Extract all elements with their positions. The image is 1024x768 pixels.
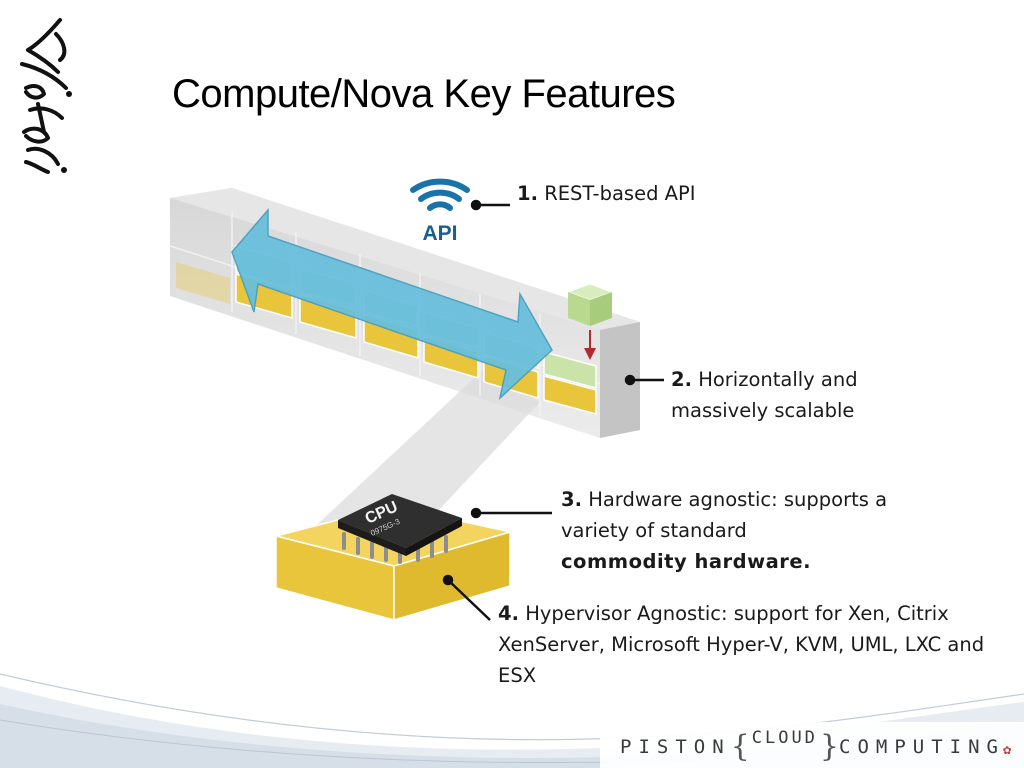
brace-right-icon: }	[819, 729, 840, 764]
callout-text: Hypervisor Agnostic: support for Xen, Ci…	[498, 602, 985, 687]
drop-arrow-icon	[584, 330, 596, 360]
scaling-arrow	[231, 207, 553, 401]
brand-word-computing: COMPUTING	[839, 736, 1005, 758]
api-wifi-icon: API	[410, 178, 470, 245]
callout-rest-api: 1. REST-based API	[517, 178, 707, 209]
flower-icon: ✿	[1002, 742, 1012, 758]
new-node-cube	[566, 283, 614, 326]
callout-text: Horizontally and massively scalable	[671, 368, 858, 422]
callout-strong-text: commodity hardware.	[561, 550, 811, 573]
footer-wave	[0, 673, 1024, 768]
callout-text: REST-based API	[544, 182, 696, 205]
piston-cloud-computing-logo: PISTON { CLOUD } COMPUTING ✿	[620, 728, 1012, 764]
callout-hardware-agnostic: 3. Hardware agnostic: supports a variety…	[561, 484, 941, 577]
callout-connectors	[442, 199, 664, 621]
brand-word-cloud: CLOUD	[751, 728, 818, 748]
callout-scalable: 2. Horizontally and massively scalable	[671, 364, 921, 426]
brand-word-piston: PISTON	[620, 736, 731, 758]
cpu-chip-icon: CPU 0975G-3	[338, 494, 462, 564]
callout-number: 3.	[561, 488, 582, 511]
callout-number: 1.	[517, 182, 538, 205]
callout-number: 4.	[498, 602, 519, 625]
callout-number: 2.	[671, 368, 692, 391]
slide-title: Compute/Nova Key Features	[172, 72, 676, 116]
piston-signature-logo	[20, 18, 72, 174]
brace-left-icon: {	[730, 729, 750, 764]
callout-text: Hardware agnostic: supports a variety of…	[561, 488, 888, 542]
api-label: API	[422, 222, 457, 245]
callout-hypervisor-agnostic: 4. Hypervisor Agnostic: support for Xen,…	[498, 598, 988, 691]
